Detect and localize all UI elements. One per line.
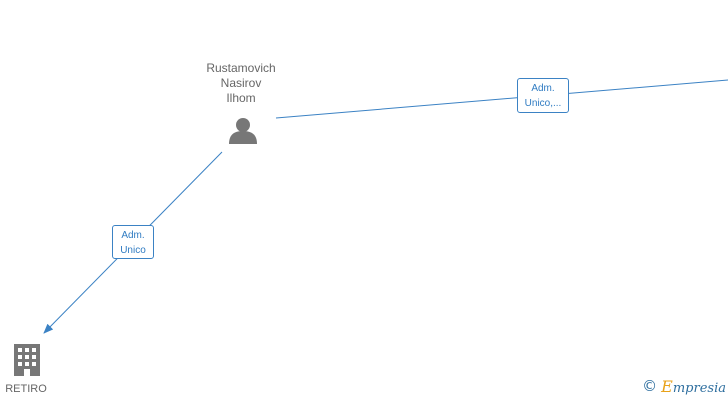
person-name-label[interactable]: Rustamovich Nasirov Ilhom xyxy=(206,61,276,105)
edge-label-adm-unico[interactable]: Adm. Unico xyxy=(112,225,154,259)
person-icon[interactable] xyxy=(229,118,257,144)
building-icon[interactable] xyxy=(14,344,40,376)
edge-label-adm-unico-more[interactable]: Adm. Unico,... xyxy=(517,78,569,113)
company-name-label[interactable]: RETIRO xyxy=(5,383,47,395)
copyright-icon: © xyxy=(642,377,658,395)
empresia-watermark: © Empresia xyxy=(642,376,726,396)
edge-person-to-offscreen xyxy=(275,79,728,119)
brand-logo: Empresia xyxy=(661,376,726,396)
